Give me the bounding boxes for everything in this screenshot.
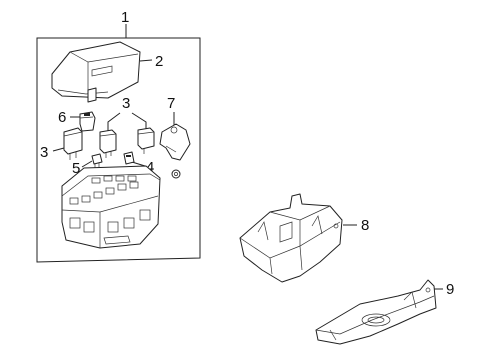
callout-3-right: 3	[122, 95, 130, 112]
callout-1: 1	[121, 9, 129, 26]
callout-2: 2	[155, 53, 163, 70]
mounting-plate-9	[315, 279, 437, 345]
relay-7	[159, 123, 191, 161]
callout-5: 5	[72, 160, 80, 177]
fuse-box-cover	[51, 41, 141, 103]
nut	[171, 169, 181, 179]
relay-3-left	[63, 127, 83, 160]
fuse-block-body	[61, 165, 161, 249]
fuse-5	[91, 153, 103, 168]
relay-6	[79, 111, 96, 132]
callout-8: 8	[361, 217, 369, 234]
callout-3-left: 3	[40, 144, 48, 161]
callout-6: 6	[58, 109, 66, 126]
fuse-4	[123, 151, 135, 165]
relay-3-center	[99, 129, 117, 158]
callout-9: 9	[446, 281, 454, 298]
assembly-frame	[36, 24, 201, 263]
callout-4: 4	[146, 159, 154, 176]
lower-tray-8	[239, 193, 343, 283]
relay-3-right	[137, 127, 155, 154]
callout-7: 7	[167, 95, 175, 112]
